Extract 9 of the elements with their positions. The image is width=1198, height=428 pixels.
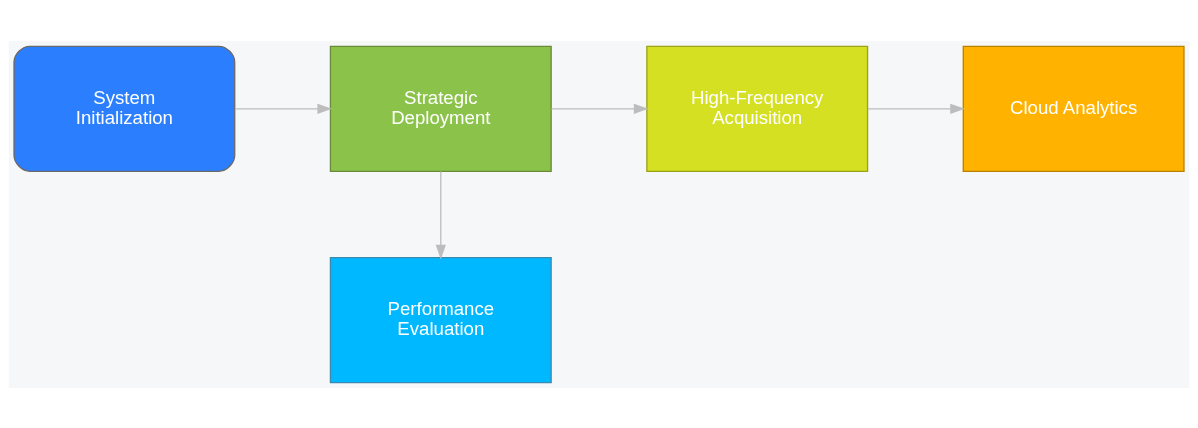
arrow	[234, 103, 333, 114]
arrow	[867, 103, 965, 114]
node-box: System Initialization	[13, 45, 236, 172]
arrow	[550, 103, 649, 114]
node-box: Performance Evaluation	[329, 256, 552, 383]
node-box: High-Frequency Acquisition	[646, 45, 869, 172]
arrow	[435, 170, 446, 259]
node-box: Cloud Analytics	[962, 45, 1185, 172]
node-box: Strategic Deployment	[329, 45, 552, 172]
